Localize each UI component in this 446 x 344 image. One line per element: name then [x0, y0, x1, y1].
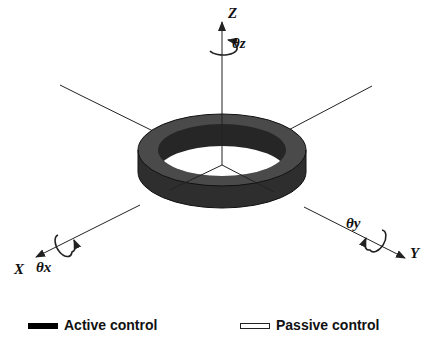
axes — [36, 22, 405, 258]
rotation-label: θy — [346, 216, 360, 231]
legend-text: Passive control — [276, 318, 380, 332]
axis-label: X — [14, 262, 24, 277]
rotation-label: θx — [36, 260, 51, 275]
rotation-arrows — [55, 40, 386, 257]
legend-swatch — [240, 323, 270, 329]
axis-label: Y — [410, 246, 419, 261]
legend-swatch — [28, 323, 58, 329]
legend-text: Active control — [64, 318, 157, 332]
rotation-label: θz — [232, 36, 246, 51]
axis-label: Z — [228, 6, 237, 21]
